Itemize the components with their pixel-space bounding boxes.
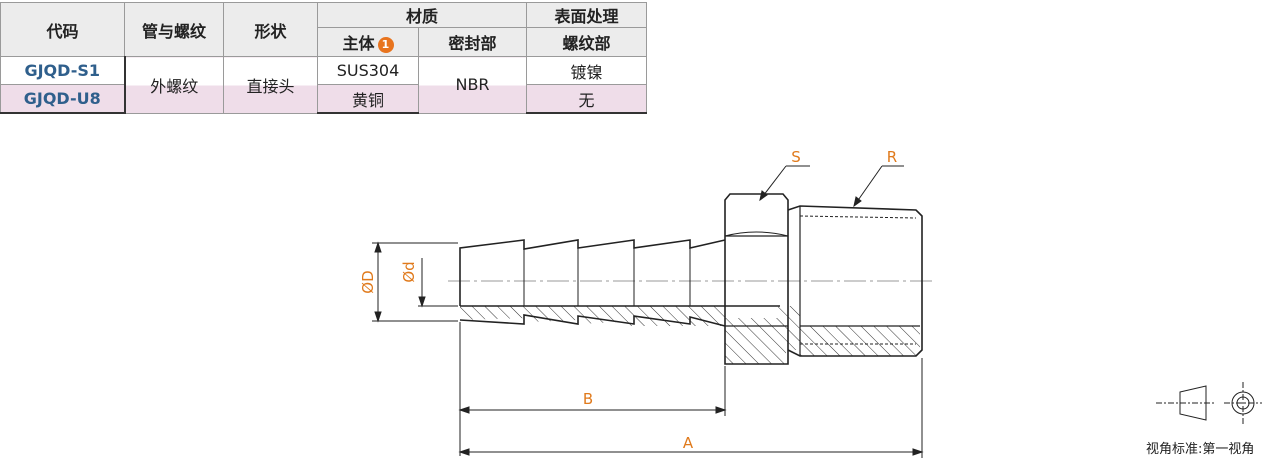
shared-seal: NBR <box>418 56 527 114</box>
row-2-body: 黄铜 <box>317 84 419 114</box>
row-2-code: GJQD-U8 <box>0 84 126 114</box>
label-R: R <box>887 148 897 166</box>
label-B: B <box>583 390 593 408</box>
label-d: Ød <box>400 261 418 282</box>
header-material: 材质 <box>317 2 527 28</box>
hatch-section <box>460 306 920 364</box>
header-surface: 表面处理 <box>526 2 647 28</box>
label-D: ØD <box>359 270 377 293</box>
note-badge-icon: 1 <box>377 37 394 53</box>
header-shape: 形状 <box>223 2 318 57</box>
header-code: 代码 <box>0 2 125 57</box>
row-2-surface: 无 <box>526 84 647 114</box>
header-thread-part: 螺纹部 <box>526 27 647 57</box>
dimension-A <box>458 358 924 458</box>
hex-body <box>724 193 789 365</box>
shared-shape: 直接头 <box>223 56 318 114</box>
leader-S <box>759 165 810 202</box>
header-seal: 密封部 <box>418 27 527 57</box>
label-S: S <box>791 148 801 166</box>
threaded-end <box>787 205 923 357</box>
leader-R <box>853 165 904 208</box>
label-A: A <box>683 434 694 452</box>
barb-outline <box>459 239 780 327</box>
view-standard-caption: 视角标准:第一视角 <box>1146 442 1255 457</box>
header-body-label: 主体 <box>342 34 375 53</box>
dimension-d <box>418 258 458 308</box>
dimension-B <box>458 322 727 456</box>
row-1-code: GJQD-S1 <box>0 56 126 85</box>
first-angle-projection-icon <box>1156 382 1262 424</box>
dimension-D <box>372 241 458 323</box>
row-1-body: SUS304 <box>317 56 419 85</box>
row-1-surface: 镀镍 <box>526 56 647 85</box>
